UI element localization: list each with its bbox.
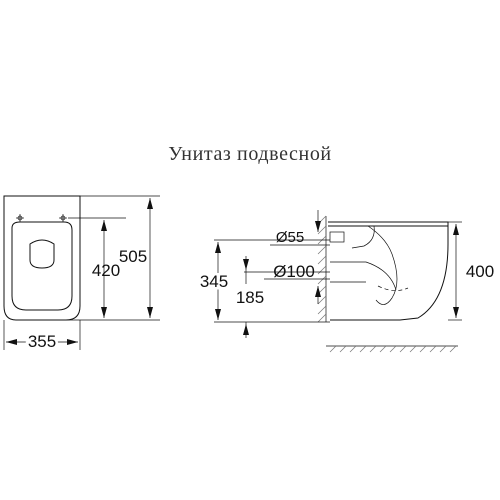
- toilet-trap-profile: [351, 225, 375, 249]
- toilet-bowl-opening: [29, 239, 55, 269]
- side-view: 345 185 Ø55 Ø100: [197, 210, 494, 353]
- dimension-420-label: 420: [92, 261, 120, 280]
- mounting-hole-right: [59, 214, 67, 222]
- outlet-pipe: [330, 261, 397, 291]
- dimension-355-label: 355: [28, 332, 56, 351]
- dimension-185-label: 185: [236, 288, 264, 307]
- front-view: 505 420 355: [3, 195, 160, 354]
- dimension-d100: Ø100: [264, 262, 330, 304]
- dimension-d55: Ø55: [270, 210, 330, 246]
- dimension-d100-label: Ø100: [273, 262, 315, 281]
- drawing-title: Унитаз подвесной: [168, 143, 331, 165]
- toilet-bowl-profile: [367, 225, 398, 305]
- dimension-345-label: 345: [200, 272, 228, 291]
- dimension-d55-label: Ø55: [276, 229, 304, 246]
- dimension-505-label: 505: [119, 247, 147, 266]
- toilet-side-outline: [328, 221, 449, 321]
- dimension-185: 185: [236, 256, 264, 338]
- trap-dashed: [377, 285, 409, 291]
- dimension-400-label: 400: [466, 262, 494, 281]
- floor-hatch: [326, 345, 458, 353]
- dimension-345: 345: [197, 242, 231, 320]
- dimension-400: 400: [448, 221, 494, 321]
- dimension-420: 420: [92, 220, 120, 318]
- dimension-355: 355: [3, 320, 81, 354]
- toilet-seat-outline: [11, 221, 73, 311]
- wall-hatch: [317, 215, 327, 323]
- inlet-pipe: [329, 231, 345, 243]
- dimension-505: 505: [119, 198, 153, 318]
- toilet-top-outline: [3, 195, 81, 321]
- mounting-hole-left: [16, 214, 24, 222]
